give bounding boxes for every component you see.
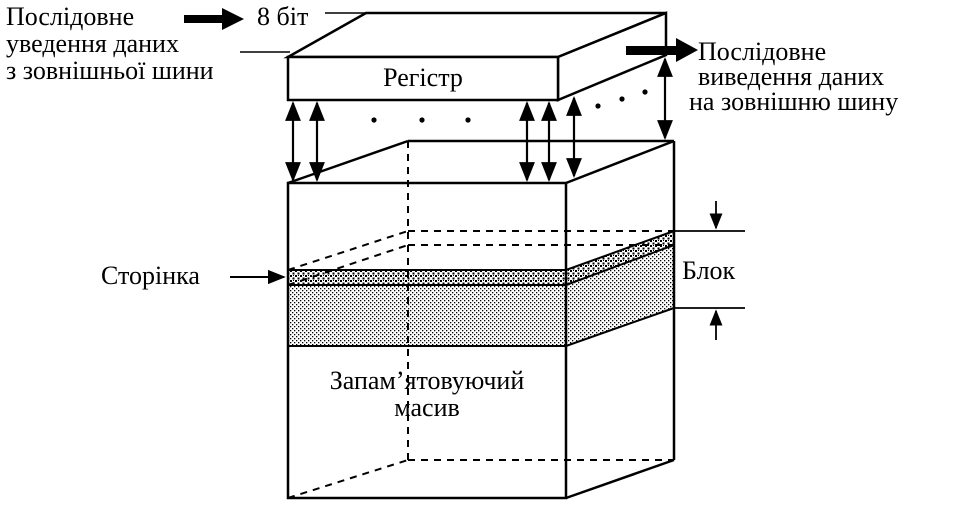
block-front-face (288, 285, 566, 346)
serial-input-label-line2: уведення даних (6, 29, 179, 58)
serial-output-label: Послідовне (698, 37, 826, 66)
memory-array-cube (286, 139, 676, 500)
bits-label: 8 біт (257, 2, 308, 31)
serial-input-arrow-icon (184, 8, 244, 30)
serial-output-label-line2: виведення даних (698, 62, 884, 91)
register (283, 11, 668, 102)
serial-output-arrow-icon (626, 38, 698, 62)
register-front-face (286, 55, 560, 102)
transfer-arrows (285, 57, 673, 182)
hidden-edges (287, 141, 674, 499)
serial-output-label-line3: на зовнішню шину (689, 87, 898, 116)
memory-array-label-line2: масив (394, 393, 460, 422)
ellipsis-dots (371, 89, 648, 123)
serial-input-label-line3: з зовнішньої шини (6, 56, 214, 85)
block-dimension (674, 201, 745, 340)
memory-array-label: Запам’ятовуючий (330, 366, 525, 395)
block-right-face (566, 245, 674, 346)
page-label: Сторінка (101, 261, 200, 290)
visible-edges (286, 139, 676, 500)
register-label: Регістр (383, 63, 463, 92)
block-label: Блок (682, 256, 736, 285)
page-front-face (288, 270, 566, 285)
serial-input-label: Послідовне (6, 2, 134, 31)
